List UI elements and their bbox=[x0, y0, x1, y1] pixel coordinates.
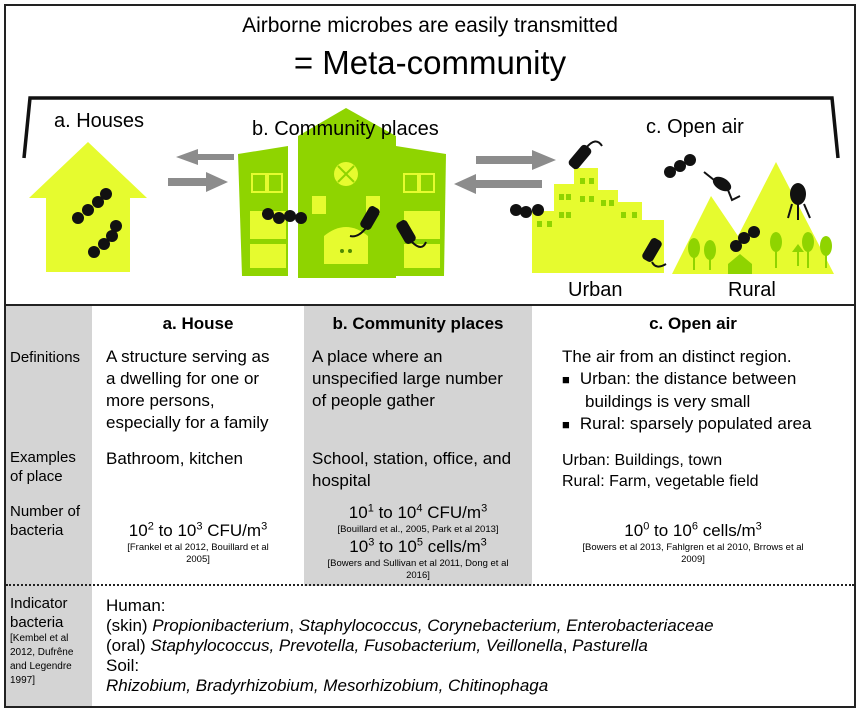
soil-taxa: Rhizobium, Bradyrhizobium, Mesorhizobium… bbox=[106, 676, 549, 695]
skin-taxa: (skin) Propionibacterium, Staphylococcus… bbox=[106, 616, 714, 635]
community-examples: School, station, office, and hospital bbox=[312, 449, 512, 490]
label-rural: Rural bbox=[728, 279, 776, 301]
open-air-flagella bbox=[585, 140, 811, 268]
comparison-table: a. House b. Community places c. Open air… bbox=[6, 306, 854, 706]
house-count: 102 to 103 CFU/m3 [Frankel et al 2012, B… bbox=[127, 520, 269, 565]
open-air-count: 100 to 106 cells/m3 [Bowers et al 2013, … bbox=[582, 520, 804, 565]
header-open-air: c. Open air bbox=[649, 314, 737, 333]
house-examples: Bathroom, kitchen bbox=[106, 449, 244, 468]
title-line-2: = Meta-community bbox=[293, 44, 567, 81]
community-column-shade bbox=[304, 306, 532, 586]
community-count: 101 to 104 CFU/m3 [Bouillard et al., 200… bbox=[327, 502, 509, 581]
label-urban: Urban bbox=[568, 279, 623, 301]
header-house: a. House bbox=[162, 314, 234, 333]
urban-definition: Urban: the distance between bbox=[562, 368, 852, 391]
rural-definition: Rural: sparsely populated area bbox=[562, 413, 852, 436]
house-definition: A structure serving as a dwelling for on… bbox=[106, 347, 270, 432]
open-air-examples: Urban: Buildings, town Rural: Farm, vege… bbox=[562, 452, 759, 490]
urban-buildings-icon bbox=[532, 168, 664, 273]
row-label-examples: Examples of place bbox=[10, 449, 76, 485]
open-air-definition: The air from an distinct region. Urban: … bbox=[562, 346, 852, 436]
dotted-divider bbox=[6, 584, 854, 586]
label-community-places: b. Community places bbox=[252, 118, 439, 140]
row-label-definitions: Definitions bbox=[10, 349, 81, 366]
exchange-arrows-bc bbox=[454, 150, 556, 194]
bracket-line bbox=[22, 96, 840, 159]
label-open-air: c. Open air bbox=[646, 116, 744, 138]
oral-taxa: (oral) Staphylococcus, Prevotella, Fusob… bbox=[106, 636, 648, 655]
exchange-arrows-ab bbox=[168, 149, 234, 192]
community-definition: A place where an unspecified large numbe… bbox=[312, 347, 503, 410]
open-air-bacteria bbox=[510, 144, 806, 262]
rural-mountain-icon bbox=[672, 162, 834, 274]
title-line-1: Airborne microbes are easily transmitted bbox=[242, 14, 618, 37]
indicator-bacteria-list: Human: (skin) Propionibacterium, Staphyl… bbox=[106, 596, 850, 696]
row-label-number: Number of bacteria bbox=[10, 503, 81, 539]
urban-windows bbox=[537, 178, 637, 227]
label-houses: a. Houses bbox=[54, 110, 145, 132]
illustration-panel: Airborne microbes are easily transmitted… bbox=[6, 6, 854, 304]
house-bacteria-chain bbox=[72, 188, 122, 258]
panel-divider bbox=[6, 304, 854, 306]
illustration-svg bbox=[22, 96, 840, 278]
community-bacteria bbox=[262, 206, 416, 244]
figure-frame: Airborne microbes are easily transmitted… bbox=[4, 4, 856, 708]
header-community-places: b. Community places bbox=[332, 314, 504, 333]
row-label-indicator: Indicator bacteria [Kembel et al 2012, D… bbox=[10, 595, 74, 686]
row-label-column bbox=[6, 306, 92, 706]
